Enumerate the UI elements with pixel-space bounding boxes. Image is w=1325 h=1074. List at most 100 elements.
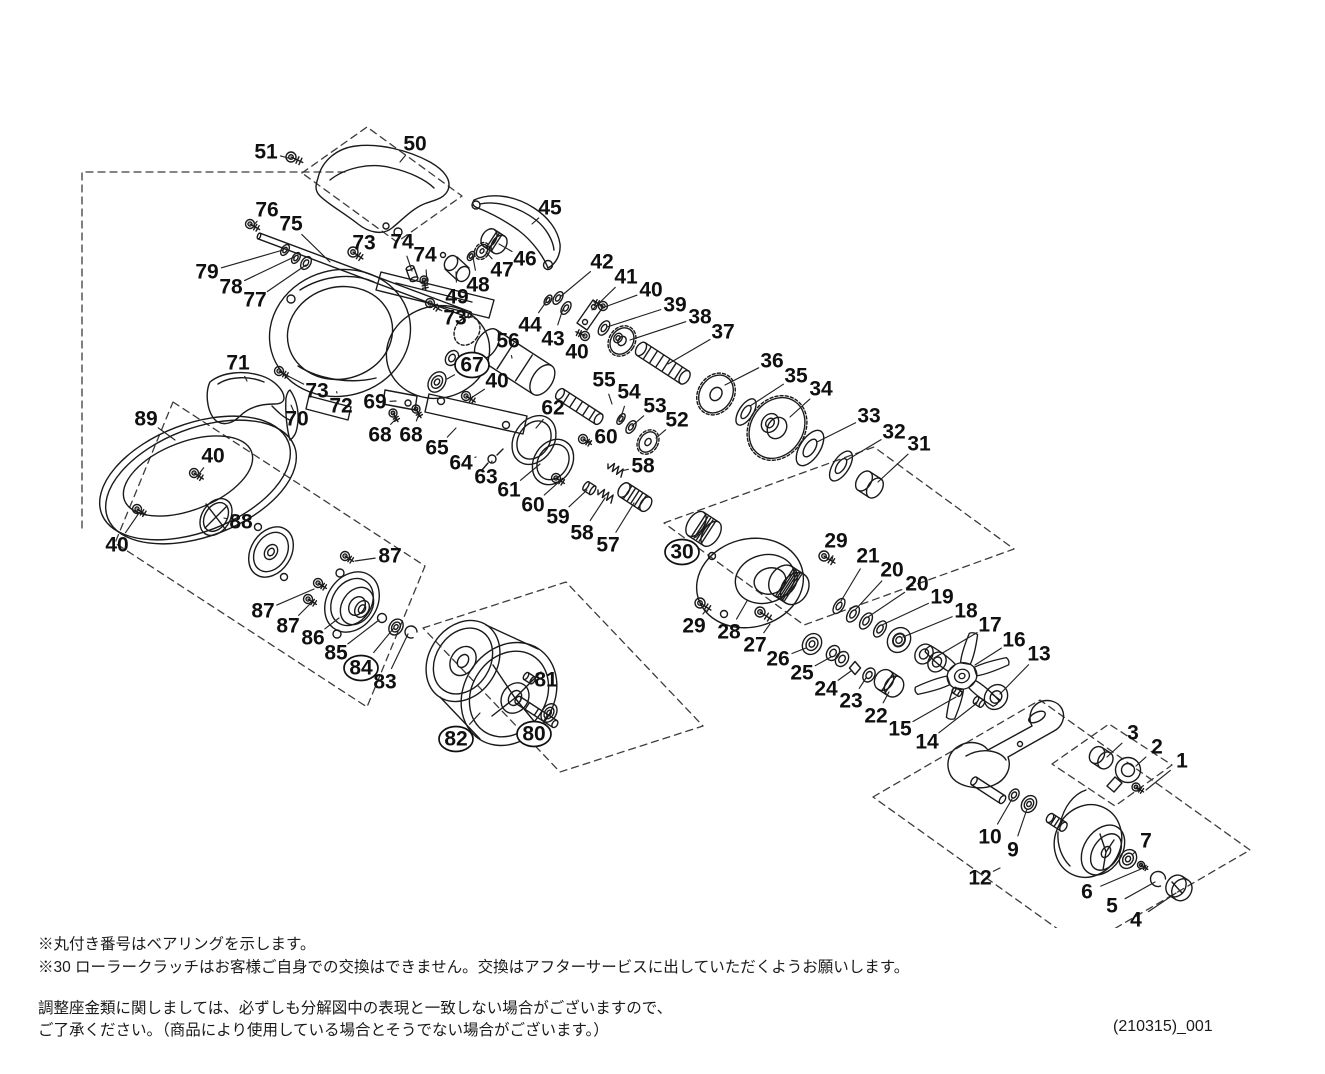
svg-text:81: 81: [534, 669, 558, 692]
part-label-16: 16: [974, 629, 1026, 666]
part-label-40: 40: [105, 512, 140, 557]
svg-text:28: 28: [717, 621, 741, 644]
part-label-28: 28: [717, 600, 748, 644]
svg-text:79: 79: [195, 261, 218, 284]
part-label-26: 26: [766, 647, 807, 671]
svg-text:40: 40: [105, 534, 128, 557]
svg-text:65: 65: [425, 437, 449, 460]
svg-text:86: 86: [301, 627, 324, 650]
part-label-84: 84: [343, 628, 394, 682]
svg-text:3: 3: [1127, 722, 1139, 745]
svg-text:67: 67: [460, 354, 483, 377]
svg-text:25: 25: [790, 662, 814, 685]
part-label-22: 22: [864, 691, 890, 728]
svg-text:87: 87: [251, 600, 274, 623]
part-label-34: 34: [789, 378, 833, 418]
part-label-89: 89: [134, 408, 176, 441]
svg-text:74: 74: [413, 244, 437, 267]
svg-text:42: 42: [590, 251, 613, 274]
part-label-75: 75: [279, 213, 331, 263]
svg-text:50: 50: [403, 133, 426, 156]
part-label-48: 48: [466, 256, 490, 297]
svg-text:47: 47: [490, 259, 513, 282]
svg-text:9: 9: [1007, 839, 1019, 862]
svg-text:74: 74: [390, 231, 414, 254]
svg-text:29: 29: [824, 530, 847, 553]
part-label-27: 27: [743, 623, 771, 657]
part-label-5: 5: [1106, 881, 1156, 918]
part-label-68: 68: [399, 413, 423, 447]
part-label-60: 60: [521, 480, 561, 517]
footnote-roller-clutch-note: ※30 ローラークラッチはお客様ご自身での交換はできません。交換はアフターサービ…: [38, 959, 910, 976]
svg-text:29: 29: [682, 615, 705, 638]
svg-text:61: 61: [497, 479, 521, 502]
svg-text:12: 12: [968, 867, 991, 890]
part-label-36: 36: [724, 350, 784, 386]
part-label-4: 4: [1130, 892, 1177, 928]
part-label-49: 49: [445, 271, 469, 309]
part-label-57: 57: [596, 502, 635, 557]
part-label-19: 19: [881, 586, 954, 626]
svg-text:40: 40: [565, 341, 588, 364]
svg-text:39: 39: [663, 294, 686, 317]
part-label-64: 64: [449, 452, 477, 475]
svg-text:20: 20: [905, 573, 928, 596]
svg-text:71: 71: [226, 352, 250, 375]
svg-text:27: 27: [743, 634, 766, 657]
part-label-55: 55: [592, 369, 616, 405]
svg-text:62: 62: [541, 397, 564, 420]
part-label-38: 38: [629, 306, 712, 341]
svg-text:60: 60: [521, 494, 544, 517]
svg-text:2: 2: [1151, 736, 1163, 759]
part-label-20: 20: [854, 559, 904, 611]
svg-text:60: 60: [594, 426, 617, 449]
svg-text:43: 43: [541, 328, 564, 351]
svg-text:89: 89: [134, 408, 157, 431]
part-label-74: 74: [390, 231, 414, 272]
part-label-40: 40: [601, 279, 663, 309]
svg-text:38: 38: [688, 306, 712, 329]
svg-text:6: 6: [1081, 881, 1093, 904]
part-label-82: 82: [438, 712, 481, 753]
part-label-58: 58: [570, 497, 606, 545]
svg-text:32: 32: [882, 421, 905, 444]
part-label-41: 41: [591, 266, 638, 311]
document-code: (210315)_001: [1113, 1018, 1213, 1035]
part-label-60: 60: [587, 426, 618, 449]
svg-text:73: 73: [305, 380, 328, 403]
part-label-12: 12: [968, 867, 1001, 890]
svg-text:48: 48: [466, 274, 490, 297]
svg-text:59: 59: [546, 506, 569, 529]
part-label-62: 62: [535, 397, 565, 429]
part-label-24: 24: [814, 670, 852, 701]
svg-text:40: 40: [639, 279, 662, 302]
svg-text:88: 88: [229, 511, 253, 534]
part-label-79: 79: [195, 249, 284, 284]
svg-text:19: 19: [930, 586, 953, 609]
svg-text:73: 73: [352, 232, 375, 255]
part-label-9: 9: [1007, 808, 1028, 862]
svg-text:36: 36: [760, 350, 783, 373]
part-label-30: 30: [664, 533, 700, 566]
svg-text:56: 56: [496, 330, 519, 353]
part-label-25: 25: [790, 656, 832, 685]
part-label-32: 32: [846, 421, 906, 461]
svg-text:45: 45: [538, 197, 562, 220]
part-label-29: 29: [824, 530, 848, 561]
part-label-6: 6: [1081, 868, 1142, 904]
svg-text:73: 73: [443, 307, 466, 330]
svg-text:69: 69: [363, 391, 386, 414]
svg-text:13: 13: [1027, 643, 1050, 666]
part-label-20: 20: [867, 573, 929, 618]
part-label-71: 71: [226, 352, 250, 382]
svg-text:18: 18: [954, 600, 978, 623]
svg-text:26: 26: [766, 648, 789, 671]
part-label-73: 73: [285, 374, 329, 403]
part-label-14: 14: [915, 702, 978, 754]
part-label-50: 50: [399, 133, 427, 163]
assembly-group-boxes: [81, 126, 1251, 928]
svg-text:35: 35: [784, 365, 808, 388]
part-label-87: 87: [276, 603, 311, 638]
part-label-18: 18: [902, 600, 978, 638]
svg-text:41: 41: [614, 266, 638, 289]
